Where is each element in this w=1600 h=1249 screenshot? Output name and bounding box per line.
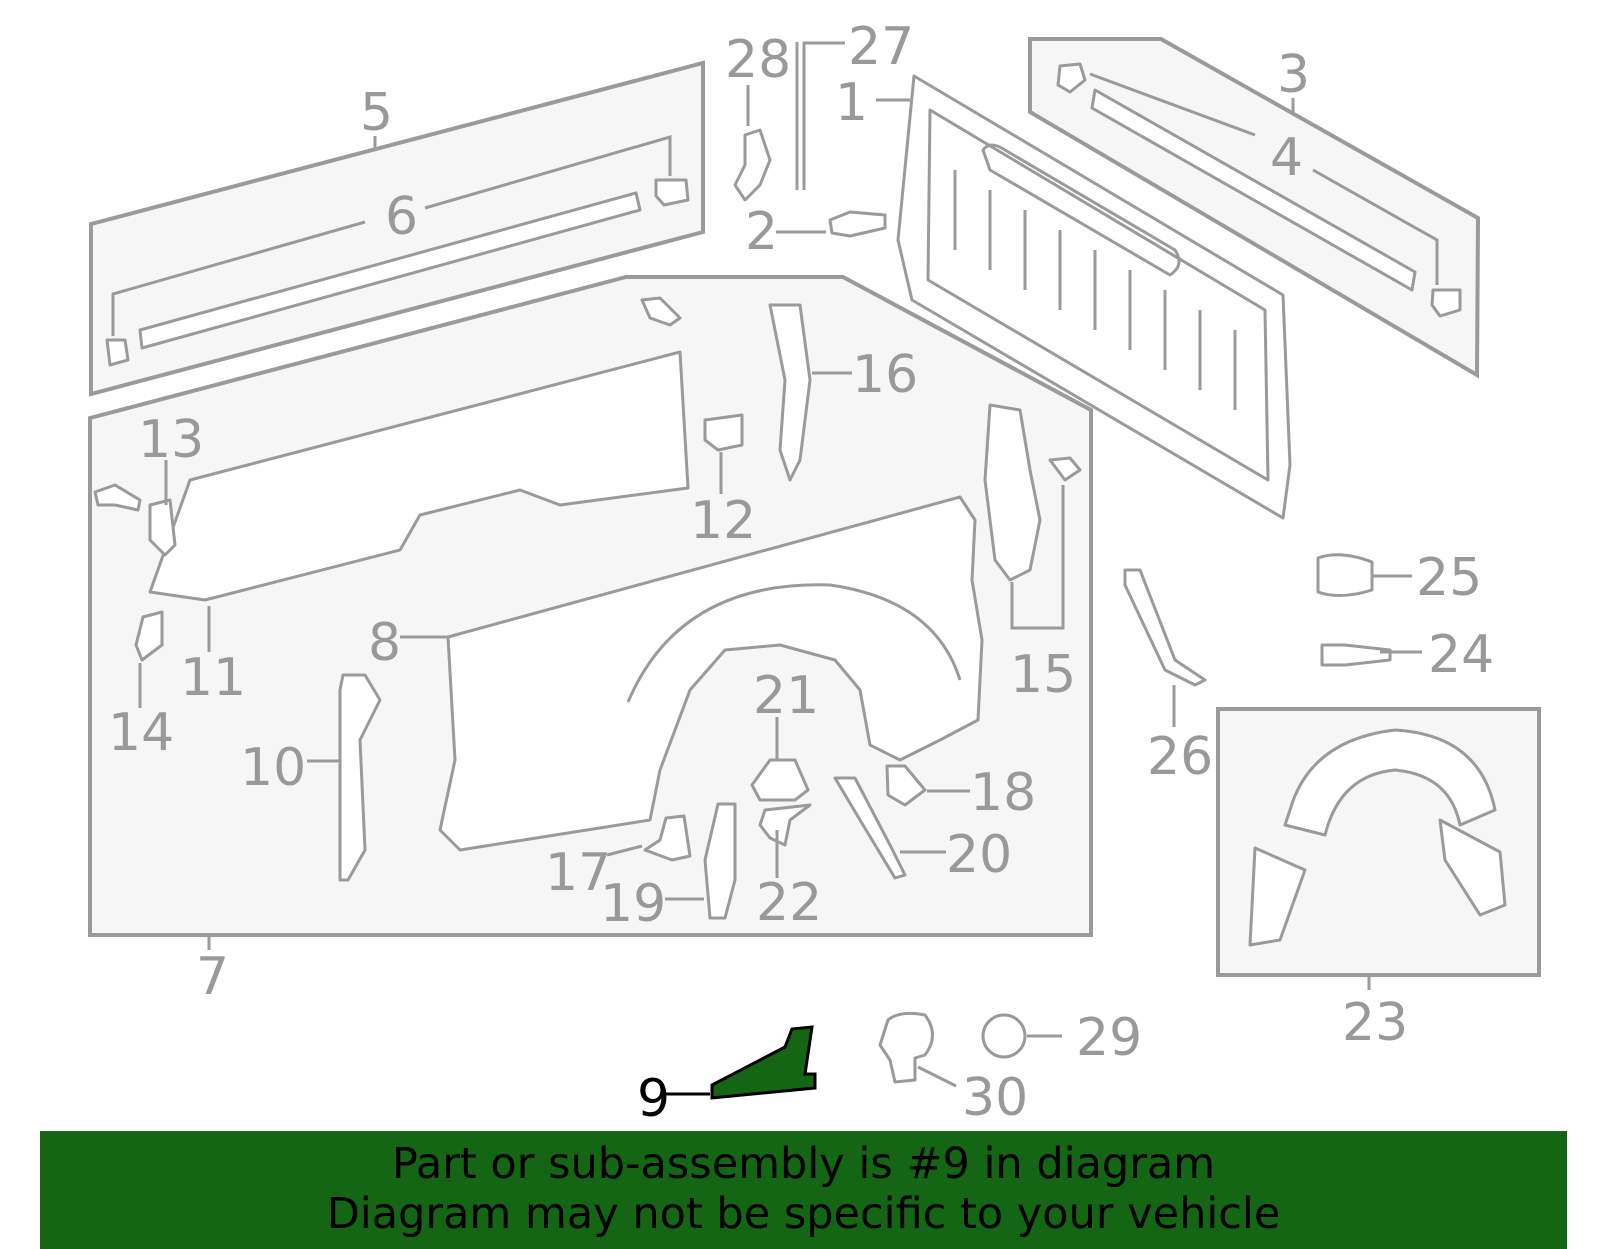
callout-6: 6 [385,187,418,247]
strip-20-part [833,776,907,880]
bolt-misc-b [640,296,682,327]
callout-22: 22 [756,873,822,933]
rail-left-cap-a [105,338,130,367]
callout-4: 4 [1270,128,1303,188]
bracket-14-part [134,610,164,662]
bolt-misc-a [93,483,142,512]
bracket-16-part [768,303,812,482]
rail-right-cap-b [1430,288,1462,318]
wheelhouse-23-flap-b [1438,818,1507,917]
inner-side-11-part [148,350,690,602]
rail-left-part [138,191,642,350]
callout-8: 8 [368,613,401,673]
wheelhouse-23-part [1283,728,1497,837]
bracket-12-part [703,413,744,452]
plug-29-part [981,1013,1027,1059]
callout-18: 18 [970,763,1036,823]
bracket-17-part [643,814,692,862]
leader-17 [606,844,643,857]
clip-25-part [1316,553,1374,597]
bracket-18-part [885,764,927,807]
bolt-misc-c [1048,456,1082,482]
pillar-10-part [338,673,382,882]
callout-10: 10 [240,738,306,798]
strap-26-part [1123,568,1207,687]
callout-2: 2 [745,202,778,262]
callout-25: 25 [1416,548,1482,608]
banner-line-part: Part or sub-assembly is #9 in diagram [391,1139,1216,1189]
leader-6 [111,135,672,336]
rail-right-part [1090,88,1417,292]
callout-21: 21 [753,666,819,726]
part-drawings [93,42,1507,1084]
callout-17: 17 [545,843,611,903]
callout-12: 12 [690,491,756,551]
callout-11: 11 [180,648,246,708]
wheelhouse-23-flap-a [1248,846,1307,947]
tailgate-inner [926,108,1270,482]
highlighted-part-9[interactable] [710,1025,817,1100]
callout-29: 29 [1076,1008,1142,1068]
screw-24-part [1320,643,1392,667]
callout-20: 20 [946,825,1012,885]
callout-30: 30 [962,1068,1028,1128]
callout-28: 28 [725,30,791,90]
callout-27: 27 [848,17,914,77]
tailgate-slot [981,143,1181,277]
wheel-arch-8 [626,583,962,703]
strip-19-part [703,802,737,920]
callout-labels: 1 2 3 4 5 6 7 8 9 10 11 12 13 14 15 16 1… [108,17,1494,1129]
callout-23: 23 [1342,993,1408,1053]
bedside-8-part [438,495,984,852]
banner-line-disclaimer: Diagram may not be specific to your vehi… [326,1189,1281,1239]
callout-15: 15 [1010,645,1076,705]
pillar-15-part [983,403,1042,582]
leader-lines [111,41,1439,1088]
callout-16: 16 [852,345,918,405]
rail-right-cap-a [1056,62,1087,94]
bolt-27-part [795,42,806,190]
callout-7: 7 [196,947,229,1007]
leader-30 [917,1065,957,1088]
bolt-2-part [828,210,887,238]
leader-15 [1010,485,1065,630]
rail-left-cap-b [654,178,690,207]
callout-3: 3 [1277,45,1310,105]
callout-5: 5 [360,83,393,143]
bracket-28-part [733,128,772,202]
leader-4 [1089,72,1439,285]
info-banner: Part or sub-assembly is #9 in diagram Di… [40,1131,1567,1249]
callout-24: 24 [1428,625,1494,685]
bracket-22-part [758,803,812,847]
housing-30-part [878,1011,934,1084]
callout-9[interactable]: 9 [637,1069,670,1129]
tailgate-ribs [953,170,1237,410]
bracket-21-part [750,758,810,802]
callout-14: 14 [108,703,174,763]
callout-26: 26 [1147,727,1213,787]
callout-13: 13 [138,410,204,470]
callout-19: 19 [600,874,666,934]
callout-1: 1 [835,73,868,133]
